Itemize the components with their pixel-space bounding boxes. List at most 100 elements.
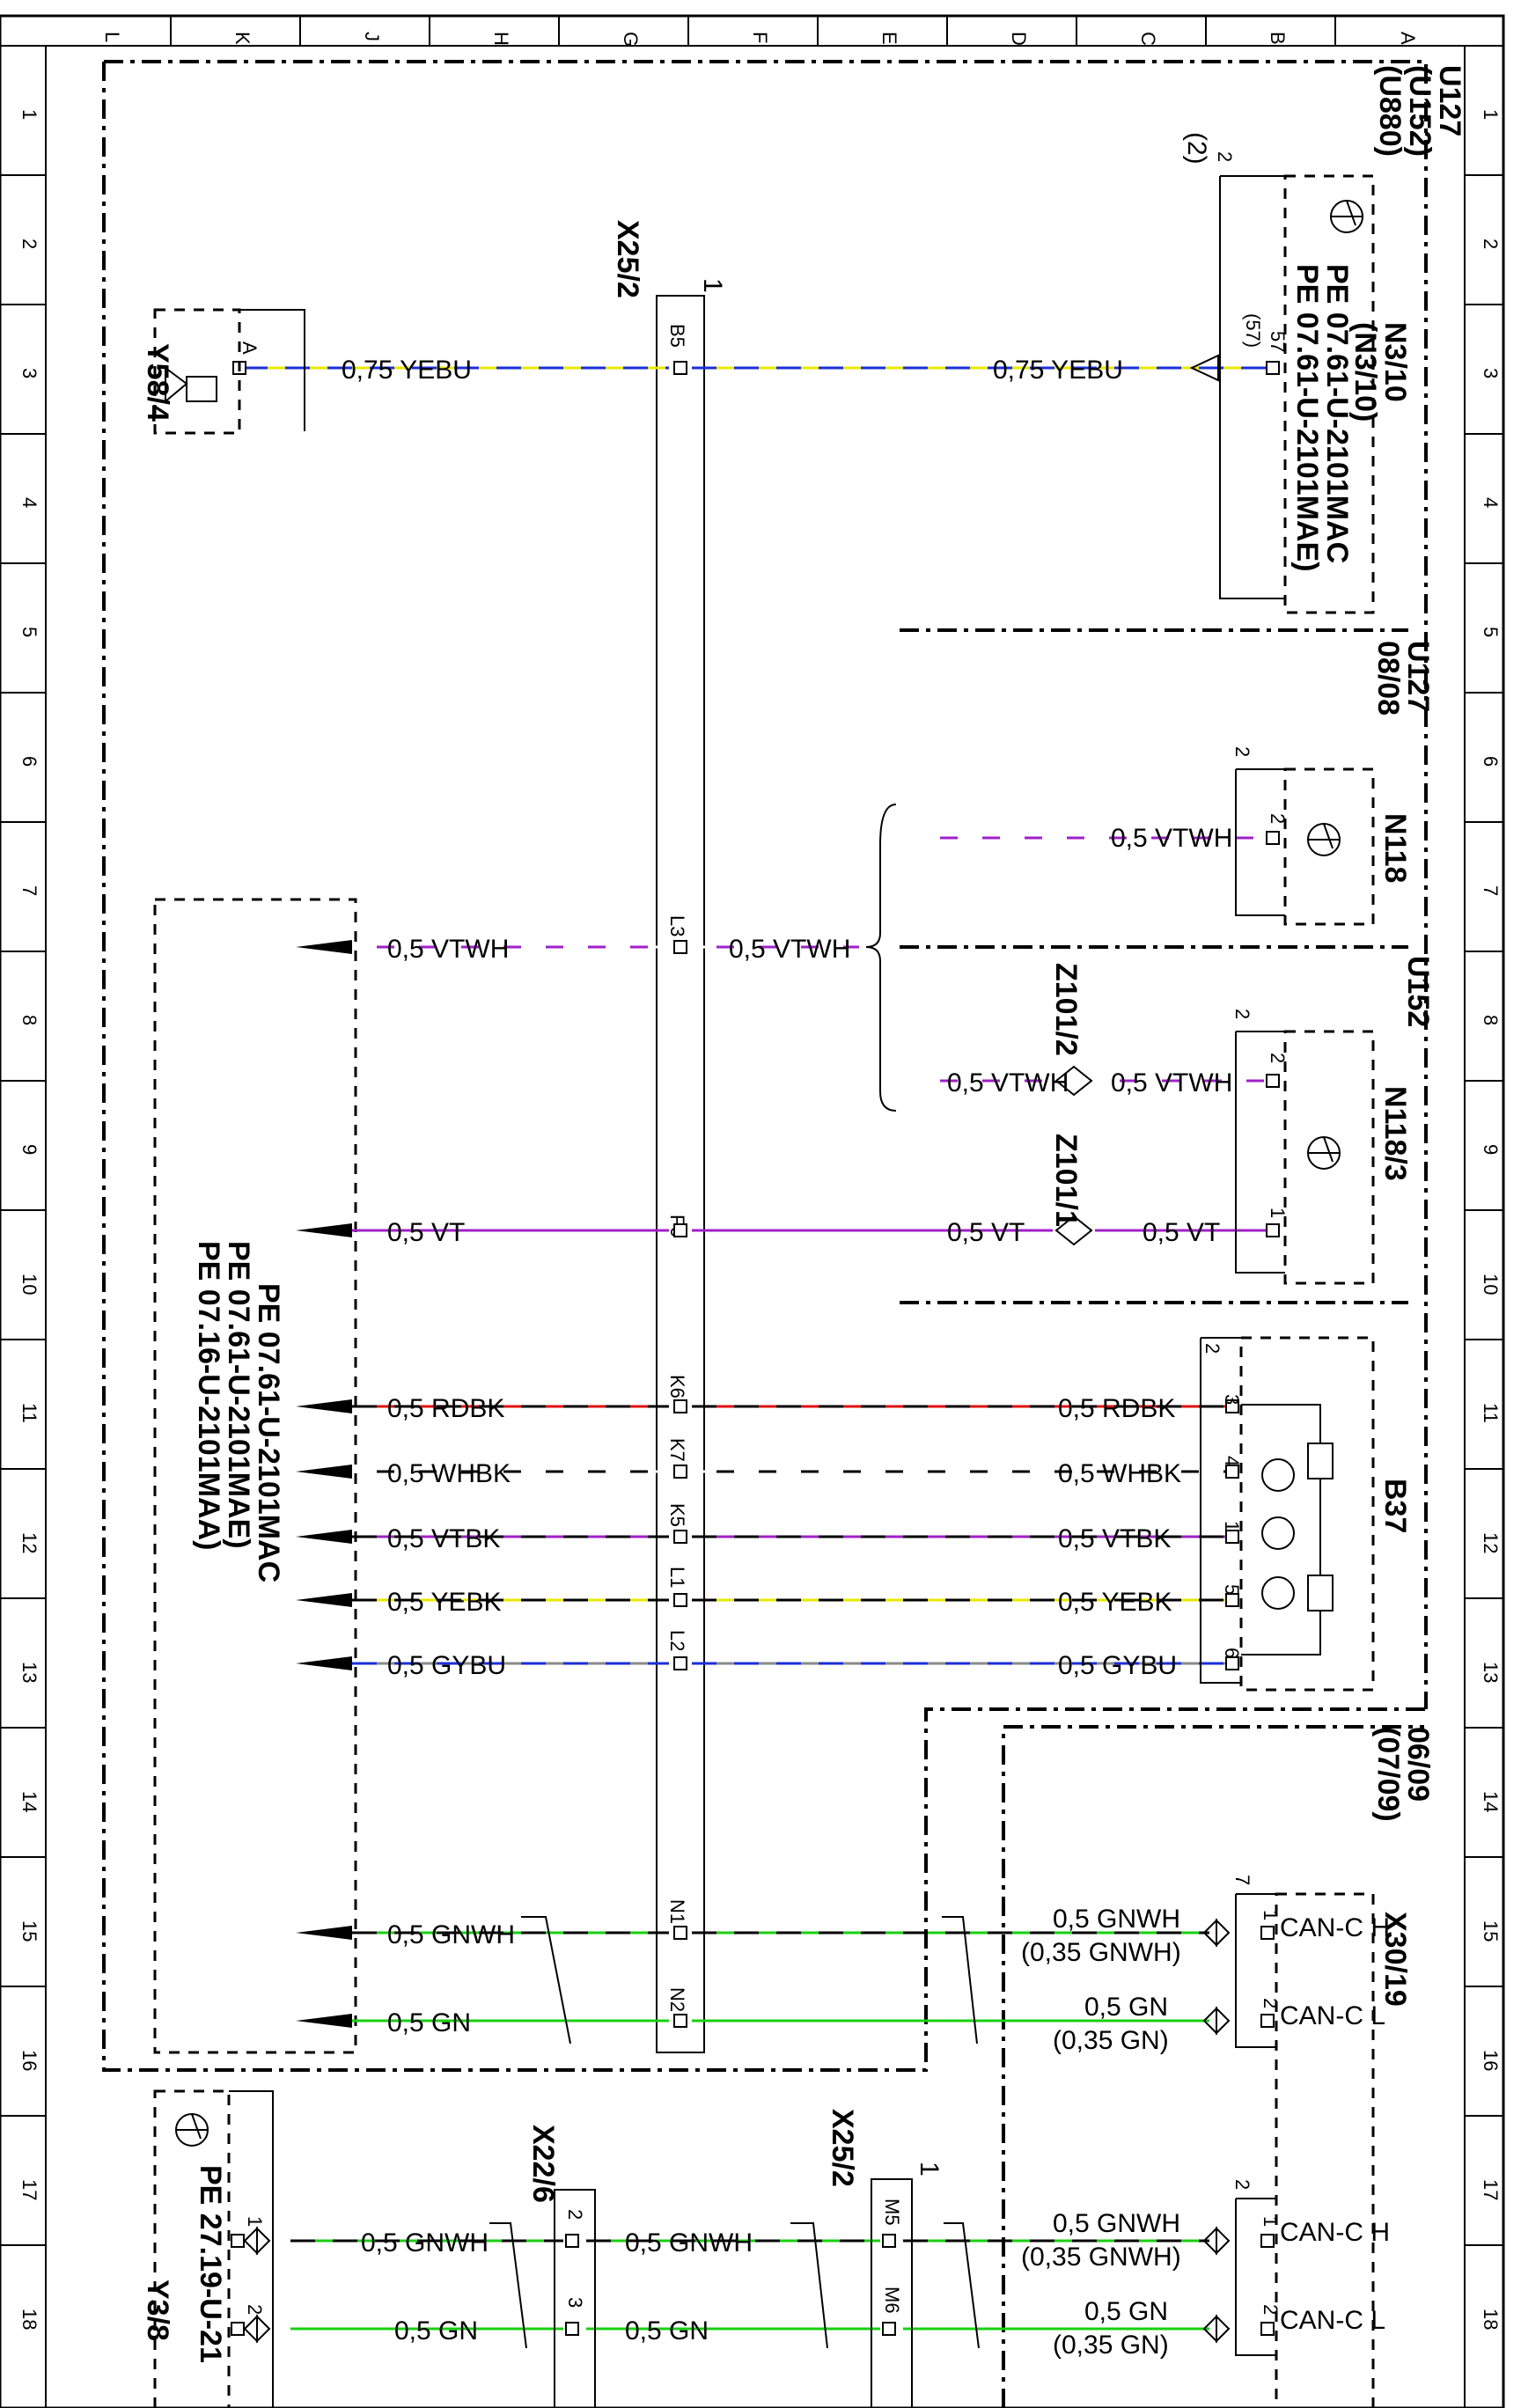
n118-3-connector-outline (1235, 1031, 1285, 1274)
y3-8-ref: PE 27.19-U-21 (194, 2165, 227, 2363)
n118-3-conn: 2 (1231, 1009, 1253, 1019)
n3-10-conn: 2 (1214, 151, 1236, 162)
grid-row-12-right: 12 (1480, 1532, 1502, 1553)
x25-2-lower-pin-m6: M6 (881, 2287, 903, 2314)
n118-title: N118 (1378, 813, 1412, 883)
label-gn-low-alt: (0,35 GN) (1053, 2331, 1169, 2360)
component-pin-box-3 (1266, 1223, 1280, 1237)
left-arrowhead-6 (296, 1656, 352, 1670)
b37-pin-1: 1 (1221, 1521, 1243, 1531)
grid-col-g: G (620, 32, 642, 47)
label-gybu-left: 0,5 GYBU (387, 1651, 506, 1680)
b37-connector-outline (1200, 1337, 1241, 1684)
n118-module-box (1283, 767, 1375, 926)
x25-2-pin-labels: B5 L3 F6 K6 K7 K5 L1 L2 N1 N2 (666, 324, 688, 2012)
left-ref-2: PE 07.61-U-2101MAE) (222, 1241, 255, 1549)
n3-10-sub: (N3/10) (1348, 322, 1382, 422)
left-arrowhead-8 (296, 2014, 352, 2028)
grid-col-l: L (101, 32, 123, 42)
boundary-main (102, 62, 1426, 2072)
left-ref-3: PE 07.16-U-2101MAA) (192, 1241, 225, 1550)
label-vtwh-z101-left: 0,5 VTWH (947, 1068, 1069, 1098)
n3-10-pin: 57 (1267, 331, 1289, 352)
n118-3-title: N118/3 (1378, 1086, 1412, 1181)
u127-group-label: U127 (U152) (U880) (1373, 65, 1466, 157)
y3-8-pin-2: 2 (244, 2304, 266, 2315)
label-gnwh-right: 0,5 GNWH (1053, 1905, 1180, 1934)
x25-2-pin-box-6 (673, 1593, 687, 1607)
y3-8-connector-outline (229, 2090, 274, 2408)
n3-10-title: N3/10 (1378, 322, 1412, 402)
component-pin-box-2 (1266, 1074, 1280, 1088)
can-diamond-2 (1202, 2226, 1231, 2256)
twist-marker-y38 (489, 2222, 527, 2349)
grid-row-3-left: 3 (18, 368, 40, 378)
x22-6-pin-3: 3 (564, 2297, 586, 2308)
y3-8-title: Y3/8 (141, 2280, 174, 2341)
label-vtwh-mid: 0,5 VTWH (729, 935, 850, 964)
n118-3-module-box (1283, 1030, 1375, 1285)
label-vtbk-right: 0,5 VTBK (1058, 1524, 1171, 1553)
n118-3-pin-2: 2 (1267, 1053, 1289, 1063)
grid-row-3-right: 3 (1480, 368, 1502, 378)
x25-2-lower-connector-bar (871, 2178, 913, 2408)
x22-6-connector-bar (554, 2189, 596, 2408)
twist-marker-x25-lower (790, 2222, 828, 2349)
grid-row-14-right: 14 (1480, 1791, 1502, 1812)
label-gn-low-right: 0,5 GN (1084, 2297, 1168, 2326)
y58-4-pin: A (239, 341, 261, 355)
component-pin-box-10 (1260, 2014, 1275, 2028)
y58-4-module-box (153, 308, 241, 435)
y58-4-valve-icon (165, 366, 188, 404)
label-gnwh-low-right: 0,5 GNWH (1053, 2209, 1180, 2238)
pin-l2: L2 (666, 1630, 688, 1651)
can-diamond-1 (1202, 2006, 1231, 2036)
label-rdbk-right: 0,5 RDBK (1058, 1394, 1175, 1423)
x30-19-lower-conn: 2 (1231, 2179, 1253, 2190)
grid-row-6-right: 6 (1480, 756, 1502, 767)
x25-2-pin-box-9 (673, 2014, 687, 2028)
n118-pin: 2 (1267, 813, 1289, 824)
left-arrowhead-3 (296, 1465, 352, 1479)
b37-sensor-icon-3 (1261, 1576, 1295, 1610)
can-connector-diamonds (243, 1918, 1231, 2344)
label-gnwh-alt: (0,35 GNWH) (1021, 1938, 1181, 1967)
twist-marker-x30-lower (944, 2222, 980, 2349)
b37-pin-4: 4 (1221, 1456, 1243, 1466)
x25-2-connector-bar (656, 295, 705, 2053)
grid-row-9-left: 9 (18, 1144, 40, 1155)
x25-2-top-num: 1 (698, 278, 727, 293)
grid-col-e: E (878, 32, 900, 45)
label-vtbk-left: 0,5 VTBK (387, 1524, 500, 1553)
component-pin-box-17 (231, 2234, 245, 2248)
component-pin-box-15 (882, 2234, 896, 2248)
n3-10-connector-outline (1219, 175, 1285, 599)
left-arrowhead-7 (296, 1926, 352, 1940)
n118-3-sensor-glyph (1308, 1136, 1340, 1163)
wire-labels: 0,75 YEBU 0,75 YEBU 0,5 VTWH 0,5 VTWH 0,… (342, 356, 1232, 2360)
component-pin-box-14 (565, 2322, 579, 2336)
u127-0808-label: U127 (1401, 641, 1435, 712)
label-yebu-right: 0,75 YEBU (993, 356, 1123, 385)
n3-10-splice-icon (1189, 354, 1219, 382)
drawing-frame (0, 14, 1505, 2408)
grid-row-2-left: 2 (18, 239, 40, 249)
label-vtwh-n118: 0,5 VTWH (1111, 824, 1232, 853)
grid-row-5-left: 5 (18, 627, 40, 637)
grid-row-8-right: 8 (1480, 1015, 1502, 1025)
x30-19-lower-pin-2: 2 (1260, 2304, 1282, 2315)
b37-pin-5: 5 (1221, 1584, 1243, 1595)
x30-19-conn: 7 (1231, 1875, 1253, 1885)
x30-19-ref-1: 06/09 (1401, 1727, 1435, 1802)
grid-row-7-right: 7 (1480, 885, 1502, 896)
label-gnwh-left: 0,5 GNWH (387, 1920, 515, 1949)
grid-row-11-left: 11 (18, 1403, 40, 1423)
x30-19-connector-outline-top (1235, 1893, 1276, 2048)
label-gn-right: 0,5 GN (1084, 1993, 1168, 2022)
grid-row-18-right: 18 (1480, 2309, 1502, 2330)
label-vt-left: 0,5 VT (387, 1218, 465, 1247)
grid-row-4-left: 4 (18, 497, 40, 508)
grid-row-18-left: 18 (18, 2309, 40, 2330)
pin-l3: L3 (666, 915, 688, 936)
